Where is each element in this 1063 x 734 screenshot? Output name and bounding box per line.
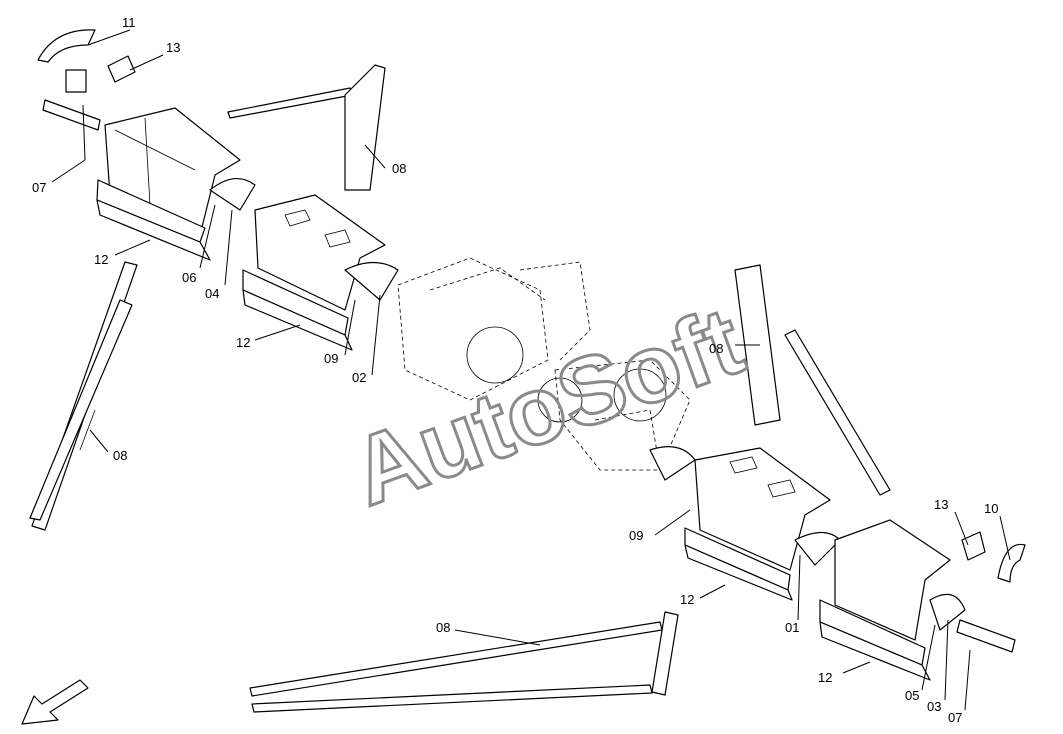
callout-labels: 11 13 07 12 06 04 08 12 09 02 08 08 09 1… xyxy=(32,15,998,725)
housing-upper-middle xyxy=(242,194,399,351)
callout-09-upper: 09 xyxy=(324,351,338,366)
housing-upper-left xyxy=(96,107,256,261)
part-08-link-upper xyxy=(227,64,386,191)
callout-12-upper-left: 12 xyxy=(94,252,108,267)
part-13-plate-upper xyxy=(107,55,136,83)
part-08-rod-bottom xyxy=(249,611,679,713)
callout-12-lower-middle: 12 xyxy=(680,592,694,607)
callout-06: 06 xyxy=(182,270,196,285)
callout-04: 04 xyxy=(205,286,219,301)
central-gearbox xyxy=(397,257,696,481)
part-11-guard xyxy=(37,29,96,63)
callout-07-lower: 07 xyxy=(948,710,962,725)
arrow-down-left-icon xyxy=(21,679,89,725)
part-13-plate-lower xyxy=(961,531,986,561)
callout-02: 02 xyxy=(352,370,366,385)
callout-07-upper: 07 xyxy=(32,180,46,195)
part-07-shaft-upper xyxy=(42,69,101,131)
callout-08-right: 08 xyxy=(709,341,723,356)
callout-09-lower: 09 xyxy=(629,528,643,543)
callout-05: 05 xyxy=(905,688,919,703)
housing-lower-middle xyxy=(684,447,841,601)
callout-12-lower-right: 12 xyxy=(818,670,832,685)
callout-08-left: 08 xyxy=(113,448,127,463)
part-08-rod-left xyxy=(29,261,138,531)
leader-lines xyxy=(51,29,1011,711)
part-10-guard xyxy=(997,543,1026,583)
part-07-shaft-lower xyxy=(956,619,1016,653)
callout-10: 10 xyxy=(984,501,998,516)
callout-13-upper: 13 xyxy=(166,40,180,55)
callout-11: 11 xyxy=(122,15,136,30)
callout-01: 01 xyxy=(785,620,799,635)
callout-12-upper-middle: 12 xyxy=(236,335,250,350)
callout-03: 03 xyxy=(927,699,941,714)
callout-13-lower: 13 xyxy=(934,497,948,512)
callout-08-upper: 08 xyxy=(392,161,406,176)
callout-08-bottom: 08 xyxy=(436,620,450,635)
housing-lower-right xyxy=(819,519,966,681)
